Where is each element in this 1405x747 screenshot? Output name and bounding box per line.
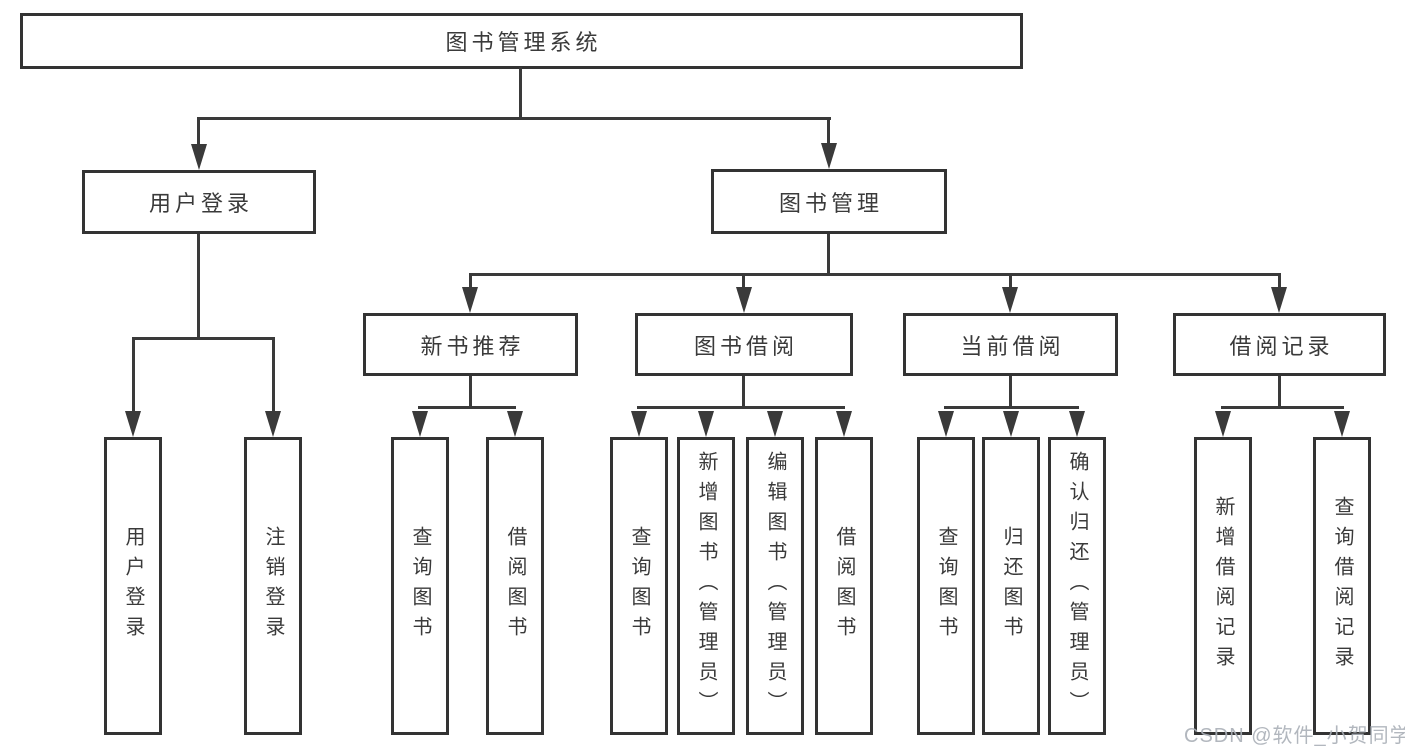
connector-line bbox=[272, 337, 275, 412]
arrowhead-down-icon bbox=[767, 411, 783, 437]
connector-line bbox=[944, 406, 1079, 409]
arrowhead-down-icon bbox=[1334, 411, 1350, 437]
node-new-book-recommend: 新书推荐 bbox=[363, 313, 578, 376]
leaf-label: 借阅图书 bbox=[833, 526, 855, 646]
connector-line bbox=[742, 376, 745, 409]
arrowhead-down-icon bbox=[631, 411, 647, 437]
arrowhead-down-icon bbox=[1215, 411, 1231, 437]
leaf-label: 查询图书 bbox=[935, 526, 957, 646]
csdn-watermark: CSDN @软件_小贺同学 bbox=[1184, 725, 1405, 747]
node-borrow-records: 借阅记录 bbox=[1173, 313, 1386, 376]
arrowhead-down-icon bbox=[265, 411, 281, 437]
arrowhead-down-icon bbox=[1002, 287, 1018, 313]
arrowhead-down-icon bbox=[1069, 411, 1085, 437]
connector-line bbox=[132, 337, 275, 340]
leaf-borrow-books: 借阅图书 bbox=[815, 437, 873, 735]
arrowhead-down-icon bbox=[125, 411, 141, 437]
leaf-label: 新增借阅记录 bbox=[1212, 496, 1234, 676]
connector-line bbox=[637, 406, 845, 409]
connector-line bbox=[469, 376, 472, 409]
leaf-query-books-current: 查询图书 bbox=[917, 437, 975, 735]
leaf-query-books-recommend: 查询图书 bbox=[391, 437, 449, 735]
node-book-management: 图书管理 bbox=[711, 169, 947, 234]
connector-line bbox=[197, 234, 200, 340]
connector-line bbox=[418, 406, 516, 409]
leaf-logout-login: 注销登录 bbox=[244, 437, 302, 735]
connector-line bbox=[469, 273, 1281, 276]
leaf-label: 新增图书（管理员） bbox=[695, 451, 717, 721]
arrowhead-down-icon bbox=[507, 411, 523, 437]
leaf-label: 归还图书 bbox=[1000, 526, 1022, 646]
leaf-user-login: 用户登录 bbox=[104, 437, 162, 735]
node-book-borrow: 图书借阅 bbox=[635, 313, 853, 376]
connector-line bbox=[1221, 406, 1344, 409]
arrowhead-down-icon bbox=[821, 143, 837, 169]
leaf-label: 查询图书 bbox=[409, 526, 431, 646]
arrowhead-down-icon bbox=[698, 411, 714, 437]
connector-line bbox=[827, 234, 830, 276]
leaf-add-borrow-record: 新增借阅记录 bbox=[1194, 437, 1252, 735]
leaf-borrow-books-recommend: 借阅图书 bbox=[486, 437, 544, 735]
leaf-label: 确认归还（管理员） bbox=[1066, 451, 1088, 721]
leaf-return-book: 归还图书 bbox=[982, 437, 1040, 735]
arrowhead-down-icon bbox=[736, 287, 752, 313]
connector-line bbox=[1009, 376, 1012, 409]
leaf-label: 编辑图书（管理员） bbox=[764, 451, 786, 721]
connector-line bbox=[827, 117, 830, 147]
arrowhead-down-icon bbox=[191, 144, 207, 170]
leaf-label: 查询图书 bbox=[628, 526, 650, 646]
leaf-add-book-admin: 新增图书（管理员） bbox=[677, 437, 735, 735]
connector-line bbox=[469, 273, 472, 291]
node-root-library-system: 图书管理系统 bbox=[20, 13, 1023, 69]
node-user-login: 用户登录 bbox=[82, 170, 316, 234]
node-current-borrow: 当前借阅 bbox=[903, 313, 1118, 376]
connector-line bbox=[1278, 273, 1281, 291]
connector-line bbox=[519, 67, 522, 120]
arrowhead-down-icon bbox=[412, 411, 428, 437]
leaf-confirm-return-admin: 确认归还（管理员） bbox=[1048, 437, 1106, 735]
connector-line bbox=[1009, 273, 1012, 291]
arrowhead-down-icon bbox=[938, 411, 954, 437]
leaf-label: 注销登录 bbox=[262, 526, 284, 646]
arrowhead-down-icon bbox=[836, 411, 852, 437]
leaf-label: 用户登录 bbox=[122, 526, 144, 646]
arrowhead-down-icon bbox=[462, 287, 478, 313]
connector-line bbox=[742, 273, 745, 291]
arrowhead-down-icon bbox=[1003, 411, 1019, 437]
connector-line bbox=[197, 117, 200, 147]
connector-line bbox=[1278, 376, 1281, 409]
connector-line bbox=[197, 117, 831, 120]
leaf-query-borrow-record: 查询借阅记录 bbox=[1313, 437, 1371, 735]
leaf-edit-book-admin: 编辑图书（管理员） bbox=[746, 437, 804, 735]
arrowhead-down-icon bbox=[1271, 287, 1287, 313]
leaf-label: 借阅图书 bbox=[504, 526, 526, 646]
leaf-label: 查询借阅记录 bbox=[1331, 496, 1353, 676]
leaf-query-books-borrow: 查询图书 bbox=[610, 437, 668, 735]
connector-line bbox=[132, 337, 135, 412]
